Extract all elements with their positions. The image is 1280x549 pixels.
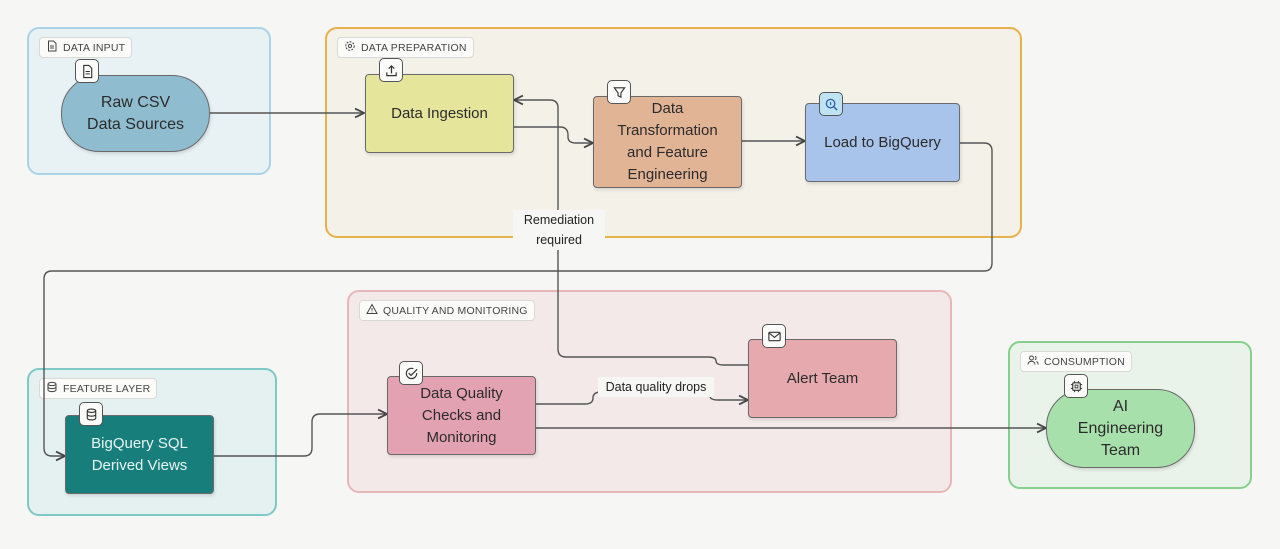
- document-icon: [46, 40, 58, 55]
- node-transformation[interactable]: Data Transformation and Feature Engineer…: [593, 96, 742, 188]
- node-ai-engineering-team[interactable]: AI Engineering Team: [1046, 389, 1195, 468]
- edge-label-remediation: Remediation required: [513, 210, 605, 250]
- edge-alert-to-ingestion: [514, 100, 748, 366]
- edge-views-to-quality: [214, 414, 387, 457]
- node-raw-csv[interactable]: Raw CSV Data Sources: [61, 75, 210, 152]
- node-load-bigquery[interactable]: Load to BigQuery: [805, 103, 960, 182]
- edge-load-to-views: [43, 142, 993, 456]
- edge-ingestion-to-transformation: [514, 126, 593, 143]
- group-label-feature-layer: FEATURE LAYER: [63, 382, 151, 395]
- group-label-data-preparation: DATA PREPARATION: [361, 41, 467, 54]
- mail-icon: [762, 324, 786, 348]
- edge-label-quality-drops: Data quality drops: [598, 377, 714, 397]
- group-label-consumption: CONSUMPTION: [1044, 355, 1125, 368]
- database-icon: [46, 381, 58, 396]
- search-icon: [819, 92, 843, 116]
- group-label-data-input: DATA INPUT: [63, 41, 126, 54]
- chip-icon: [1064, 374, 1088, 398]
- node-alert-team[interactable]: Alert Team: [748, 339, 897, 418]
- node-data-ingestion[interactable]: Data Ingestion: [365, 74, 514, 153]
- warning-icon: [366, 303, 378, 318]
- check-circle-icon: [399, 361, 423, 385]
- users-icon: [1027, 354, 1039, 369]
- gear-icon: [344, 40, 356, 55]
- file-icon: [75, 59, 99, 83]
- database-icon: [79, 402, 103, 426]
- group-label-quality-monitoring: QUALITY AND MONITORING: [383, 304, 528, 317]
- filter-icon: [607, 80, 631, 104]
- node-bigquery-views[interactable]: BigQuery SQL Derived Views: [65, 415, 214, 494]
- upload-icon: [379, 58, 403, 82]
- node-quality-checks[interactable]: Data Quality Checks and Monitoring: [387, 376, 536, 455]
